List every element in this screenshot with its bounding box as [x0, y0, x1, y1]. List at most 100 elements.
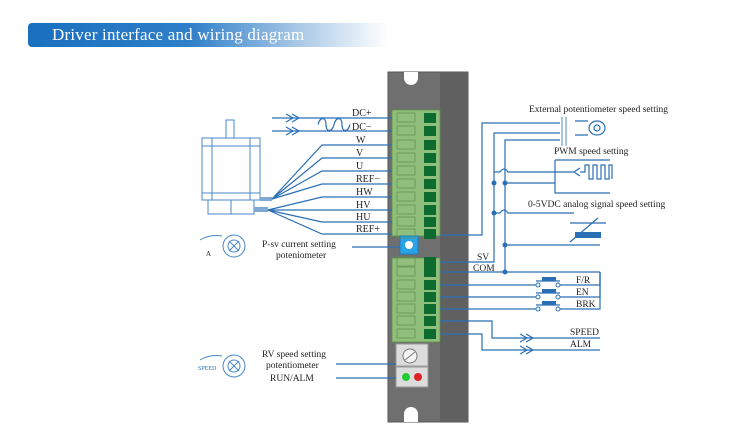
terminal-slot	[396, 165, 416, 176]
output-wire	[440, 333, 600, 351]
terminal-slot	[396, 204, 416, 215]
terminal-slot	[396, 315, 416, 326]
terminal-pin	[424, 292, 436, 302]
arrow-icon-dc-plus	[285, 113, 301, 123]
terminal-slot	[396, 178, 416, 189]
pwm-title: PWM speed setting	[554, 147, 629, 157]
terminal-pin	[424, 257, 436, 267]
terminal-label-dc-plus: DC+	[352, 108, 372, 119]
motor-wire	[271, 170, 392, 200]
output-wire	[440, 320, 600, 339]
terminal-slot	[396, 152, 416, 163]
motor-wire	[267, 196, 392, 211]
terminal-pin	[424, 304, 436, 314]
terminal-slot	[396, 256, 416, 267]
driver-unit	[387, 71, 469, 423]
terminal-pin	[424, 267, 436, 277]
svg-text:SPEED: SPEED	[198, 366, 217, 372]
output-label: ALM	[570, 340, 592, 350]
arrow-icon	[519, 345, 535, 355]
motor-wire	[271, 144, 392, 200]
switch-label: EN	[576, 288, 589, 298]
pwm-waveform-icon	[573, 164, 613, 180]
terminal-pin	[424, 126, 436, 136]
terminal-label: W	[356, 135, 366, 146]
push-button-icon	[542, 277, 556, 281]
terminal-slot	[396, 139, 416, 150]
terminal-label: U	[356, 161, 364, 172]
terminal-slot	[396, 279, 416, 290]
arrow-icon-dc-minus	[285, 126, 301, 136]
arrow-icon	[519, 333, 535, 343]
terminal-pin	[424, 229, 436, 239]
terminal-label: HU	[356, 212, 371, 223]
terminal-pin	[424, 140, 436, 150]
terminal-pin	[424, 153, 436, 163]
motor-wire	[267, 209, 392, 235]
terminal-pin	[424, 280, 436, 290]
title-banner	[28, 23, 388, 47]
terminal-label-sv: SV	[477, 253, 489, 263]
terminal-label-dc-minus: DC−	[352, 122, 372, 133]
terminal-slot	[396, 125, 416, 136]
control-wiring	[440, 117, 613, 275]
terminal-pin	[424, 316, 436, 326]
terminal-label-com: COM	[473, 264, 495, 274]
svg-text:A: A	[206, 250, 211, 258]
psv-pot-knob	[405, 241, 413, 249]
analog-title: 0-5VDC analog signal speed setting	[528, 200, 665, 210]
psv-label-line2: poteniometer	[276, 251, 327, 261]
push-button-icon	[542, 301, 556, 305]
dial-icon-rv	[222, 354, 246, 378]
terminal-label: REF+	[356, 224, 380, 235]
terminal-slot	[396, 216, 416, 227]
motor-shaft	[225, 119, 235, 139]
mount-notch-top	[404, 72, 418, 85]
switch-label: BRK	[576, 300, 596, 310]
switch-inputs: F/R EN BRK	[440, 272, 601, 312]
motor-wire	[271, 183, 392, 200]
terminal-slot	[396, 291, 416, 302]
terminal-pin	[424, 179, 436, 189]
motor-cable-2	[254, 207, 268, 212]
terminal-pin	[424, 217, 436, 227]
terminal-pin	[424, 329, 436, 339]
terminal-slot	[396, 328, 416, 339]
run-alm-label: RUN/ALM	[270, 374, 314, 384]
external-pot-icon	[588, 120, 606, 136]
mount-notch-bottom	[404, 407, 418, 422]
terminal-label: V	[356, 148, 364, 159]
motor-body	[201, 137, 261, 201]
terminal-pin	[424, 192, 436, 202]
psv-knob-illustration: A	[199, 234, 246, 258]
dial-icon-psv	[222, 234, 246, 258]
terminal-slot	[396, 228, 416, 239]
terminal-slot	[396, 112, 416, 123]
rv-knob-illustration: SPEED	[198, 354, 246, 378]
rv-label-line2: potentiometer	[266, 361, 320, 371]
rv-label-line1: RV speed setting	[262, 350, 326, 360]
run-led	[402, 373, 410, 381]
led-panel	[395, 366, 429, 388]
external-pot-title: External potentiometer speed setting	[529, 105, 668, 115]
terminal-label: HV	[356, 200, 371, 211]
motor-wire	[271, 157, 392, 200]
psv-label-line1: P-sv current setting	[262, 240, 336, 250]
alarm-led	[414, 373, 422, 381]
terminal-pin	[424, 166, 436, 176]
terminal-pin	[424, 113, 436, 123]
terminal-pin	[424, 205, 436, 215]
driver-side-panel	[440, 72, 468, 422]
terminal-label: REF−	[356, 174, 380, 185]
terminal-slot	[396, 266, 416, 277]
terminal-slot	[396, 303, 416, 314]
motor-cable-1	[260, 197, 272, 201]
motor-wire	[267, 209, 392, 223]
power-input: DC+ DC−	[272, 108, 392, 136]
switch-label: F/R	[576, 276, 591, 286]
analog-source-icon	[575, 232, 601, 238]
inductor-coil-icon	[317, 117, 351, 132]
